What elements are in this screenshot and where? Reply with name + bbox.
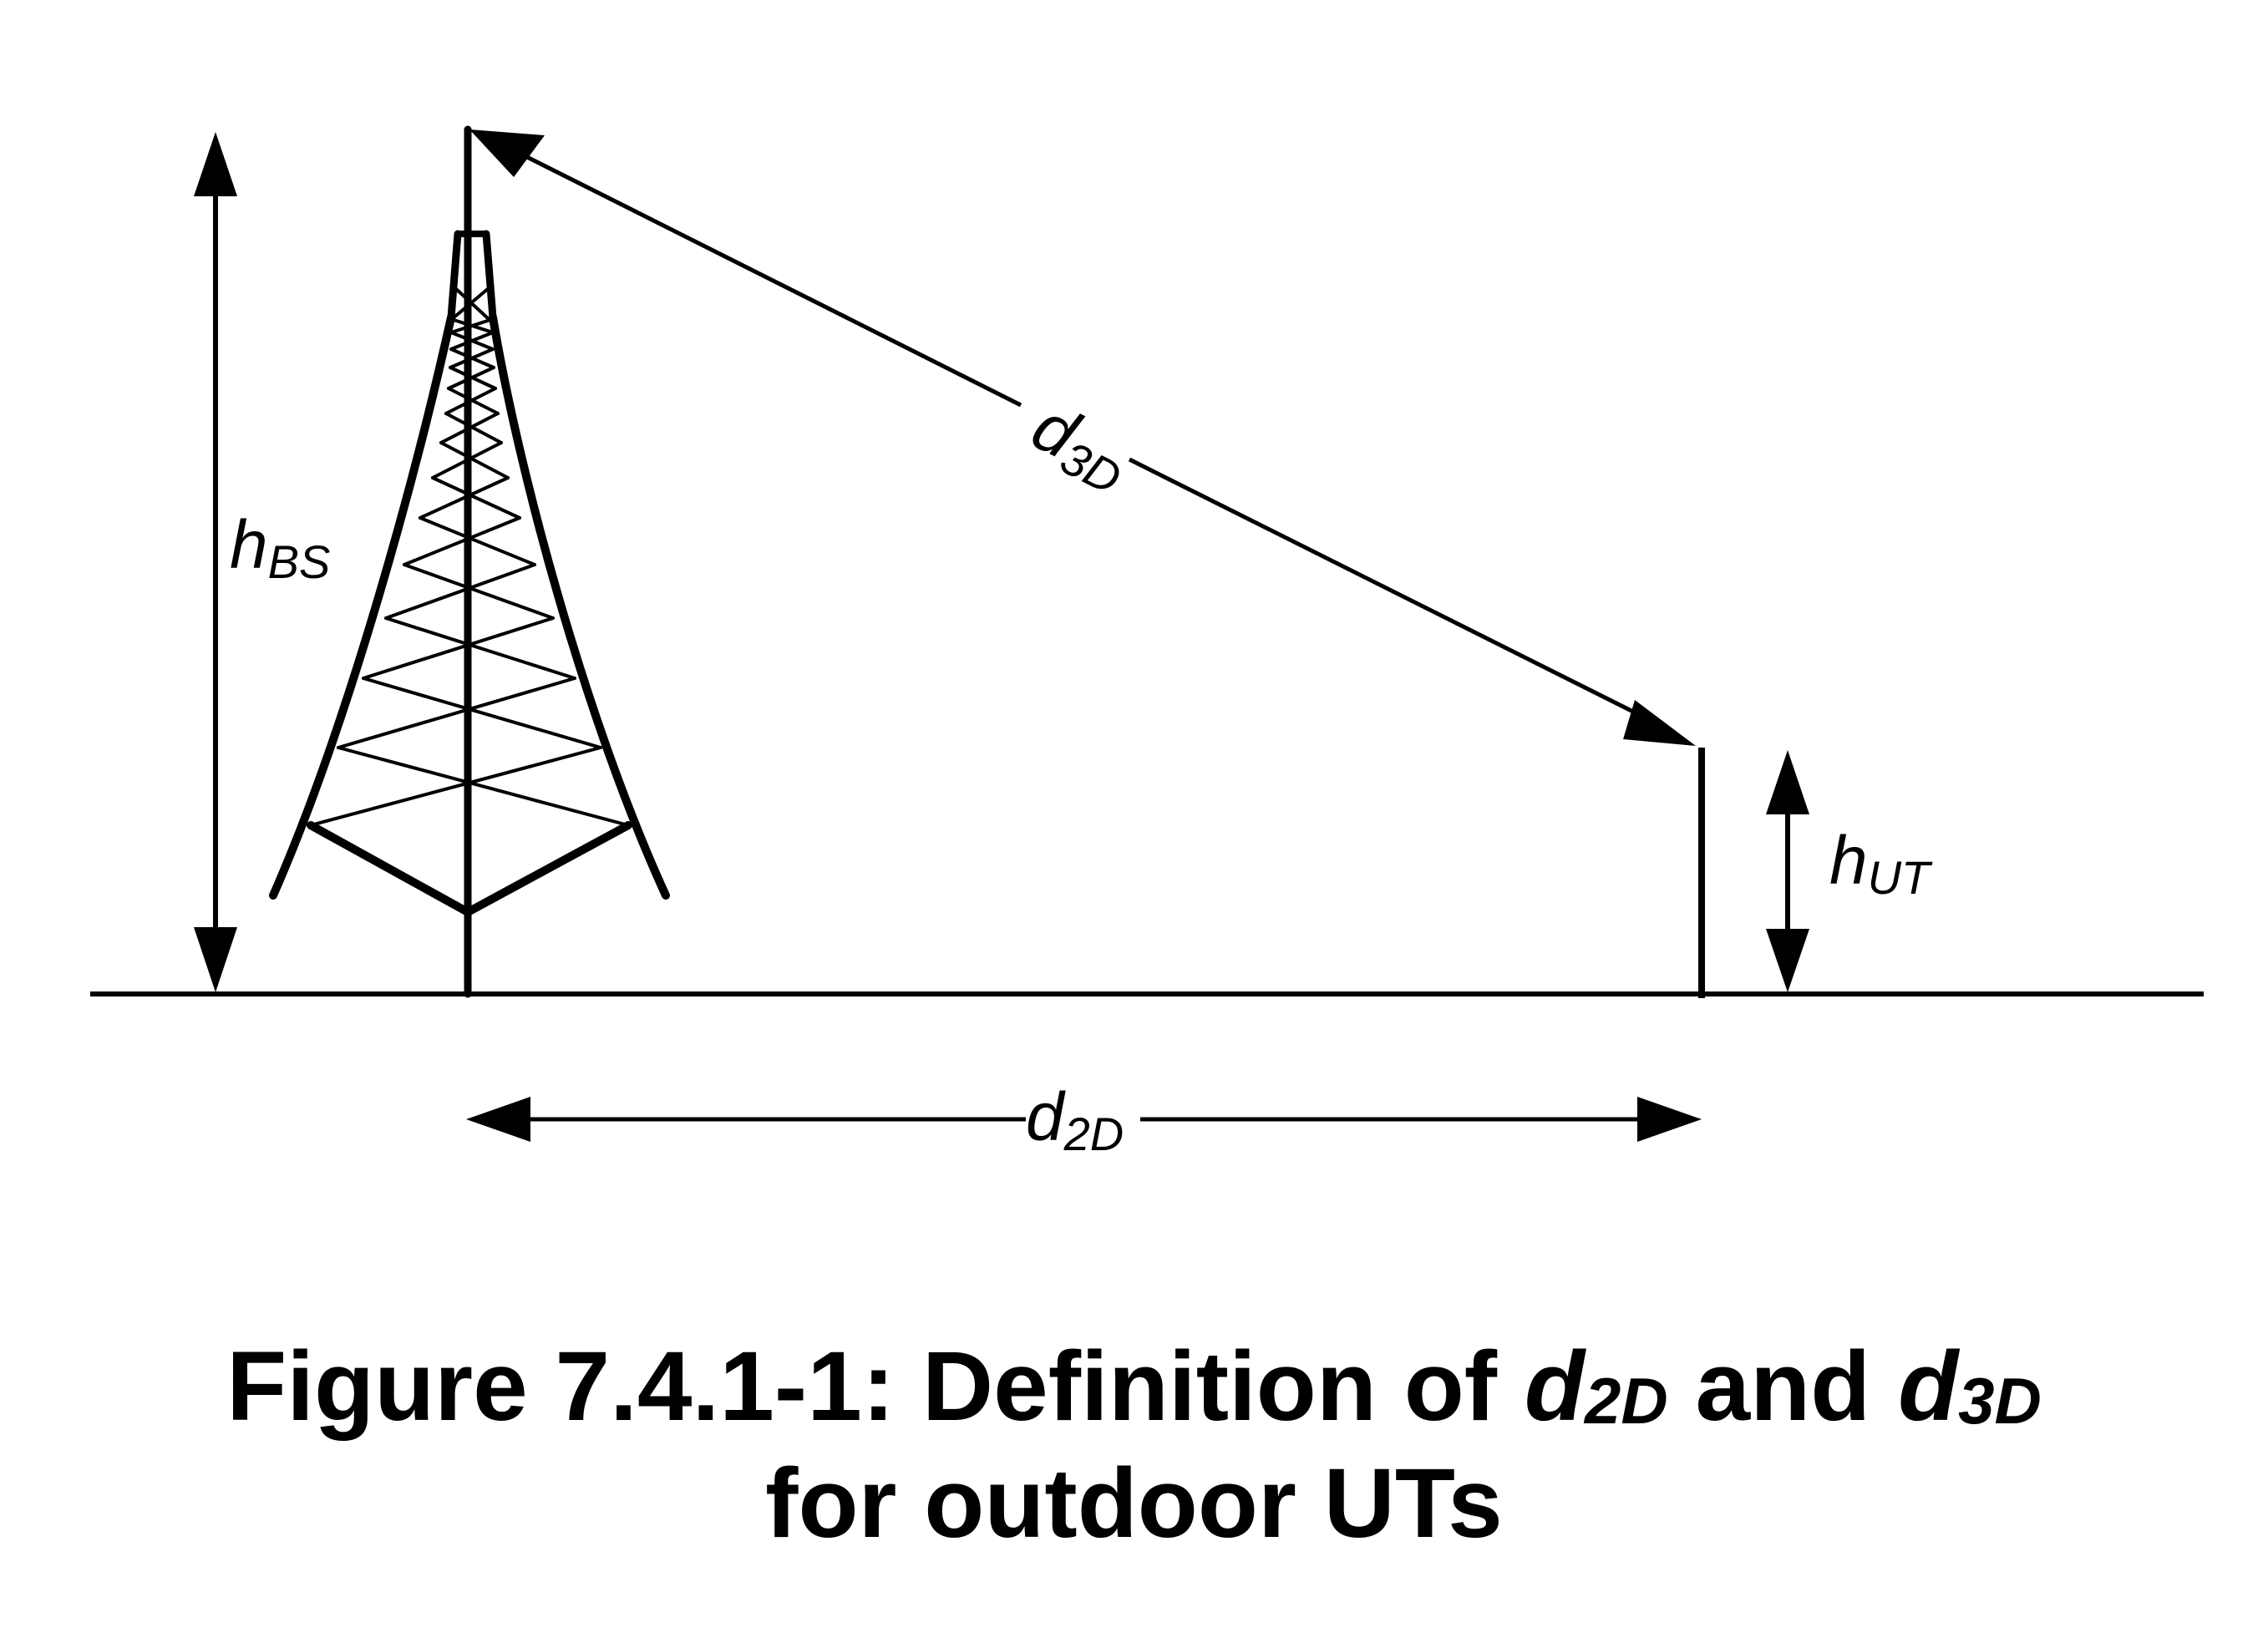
h-bs-label: hBS	[230, 507, 330, 588]
h-bs-dimension-arrow	[194, 132, 237, 992]
h-ut-dimension-arrow	[1766, 750, 1809, 992]
base-station-tower-icon	[269, 125, 670, 998]
figure-caption: Figure 7.4.1-1: Definition of d2D and d3…	[0, 1328, 2268, 1562]
h-ut-label: hUT	[1829, 823, 1933, 904]
d-2d-label: d2D	[1026, 1079, 1124, 1160]
caption-d3d: d3D	[1898, 1331, 2042, 1442]
caption-line-1: Figure 7.4.1-1: Definition of d2D and d3…	[0, 1328, 2268, 1445]
caption-line-2: for outdoor UTs	[765, 1448, 1503, 1559]
caption-and: and	[1667, 1331, 1899, 1442]
d-3d-label: d3D	[1018, 388, 1142, 505]
caption-d2d: d2D	[1524, 1331, 1668, 1442]
caption-prefix: Figure 7.4.1-1: Definition of	[226, 1331, 1525, 1442]
d-2d-dimension-arrow	[466, 1097, 1702, 1142]
d-3d-dimension-arrow	[469, 129, 1696, 746]
